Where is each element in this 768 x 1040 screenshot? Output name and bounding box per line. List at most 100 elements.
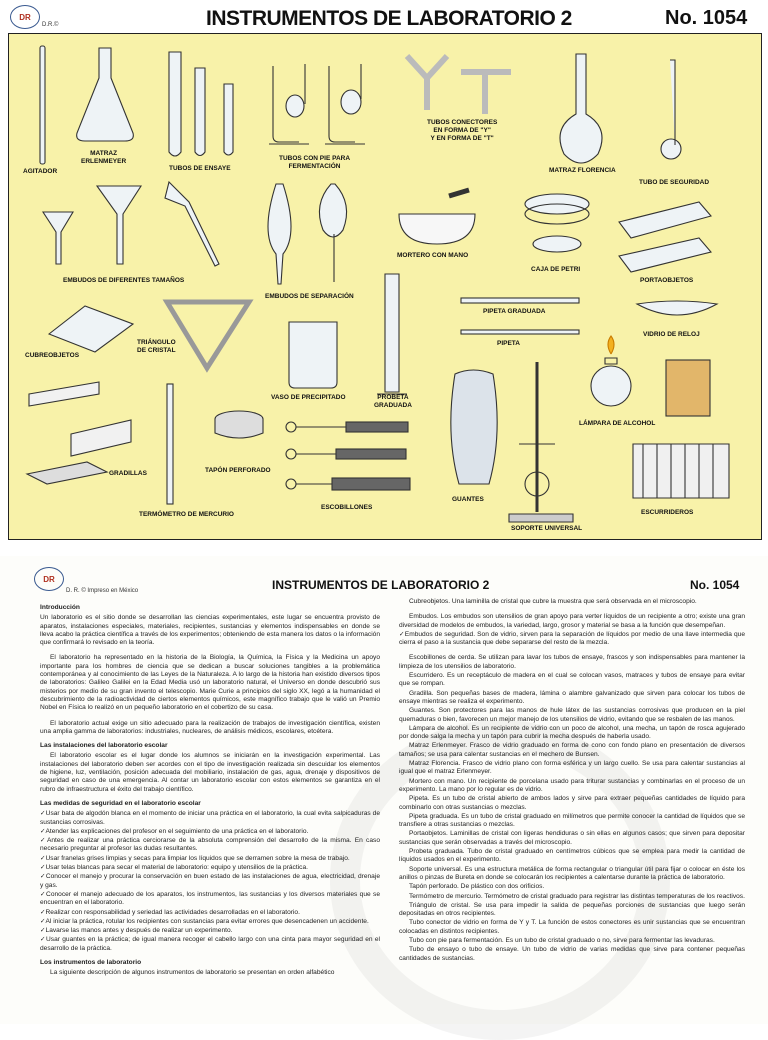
triangle-illustration — [162, 299, 254, 373]
paragraph: Pipeta. Es un tubo de cristal abierto de… — [399, 795, 745, 811]
paragraph: ✓Conocer el manejo adecuado de los apara… — [40, 890, 380, 907]
paragraph: Tapón perforado. De plástico con dos ori… — [409, 883, 545, 891]
label-agitador: AGITADOR — [23, 168, 58, 175]
paragraph: Probeta graduada. Tubo de cristal gradua… — [399, 848, 745, 864]
drying-rack-illustration — [632, 443, 730, 499]
paragraph: ✓Usar telas blancas para secar el materi… — [40, 864, 308, 872]
paragraph: ✓Realizar con responsabilidad y seriedad… — [40, 908, 300, 916]
label-matraz-florencia: MATRAZ FLORENCIA — [549, 167, 616, 174]
paragraph: ✓Antes de realizar una práctica cerciora… — [40, 837, 380, 853]
label-tubo-seguridad: TUBO DE SEGURIDAD — [639, 179, 710, 186]
publisher-logo: DR — [10, 5, 40, 29]
test-tube-racks-illustration — [25, 381, 132, 485]
ring-stand-illustration — [508, 362, 574, 523]
separatory-funnels-illustration — [267, 183, 348, 285]
poster-title: INSTRUMENTOS DE LABORATORIO 2 — [206, 7, 572, 30]
label-mortero: MORTERO CON MANO — [397, 252, 469, 259]
florence-flask-illustration — [559, 53, 603, 164]
paragraph: Guantes. Son protectores para las manos … — [399, 707, 745, 723]
label-triangulo: TRIÁNGULO DE CRISTAL — [137, 339, 176, 354]
label-probeta: PROBETA GRADUADA — [374, 394, 412, 409]
label-pipeta-graduada: PIPETA GRADUADA — [483, 308, 546, 315]
brushes-illustration — [285, 421, 411, 491]
safety-tube-illustration — [660, 59, 682, 160]
funnels-illustration — [41, 180, 220, 267]
label-tubos-ensaye: TUBOS DE ENSAYE — [169, 165, 231, 172]
graduated-cylinder-illustration — [377, 273, 407, 395]
label-tapon: TAPÓN PERFORADO — [205, 467, 271, 474]
copyright-mark: D.R.© — [42, 22, 59, 28]
paragraph: Escurridero. Es un receptáculo de madera… — [399, 672, 745, 688]
slides-illustration — [618, 201, 712, 273]
agitador-illustration — [39, 45, 46, 165]
pipettes-illustration — [460, 297, 580, 335]
paragraph: El laboratorio actual exige un sitio ade… — [40, 719, 380, 735]
label-lampara: LÁMPARA DE ALCOHOL — [579, 420, 656, 427]
section-heading: Los instrumentos de laboratorio — [40, 958, 142, 966]
label-tubos-pie: TUBOS CON PIE PARA FERMENTACIÓN — [279, 155, 351, 170]
sheet-copyright: D. R. © Impreso en México — [66, 588, 139, 594]
instruments-poster: AGITADOR MATRAZ ERLENMEYER TUBOS DE ENSA… — [8, 33, 762, 540]
erlenmeyer-illustration — [76, 47, 134, 142]
sheet-title: INSTRUMENTOS DE LABORATORIO 2 — [272, 578, 490, 592]
petri-dish-illustration — [524, 193, 590, 253]
paragraph: Mortero con mano. Un recipiente de porce… — [399, 777, 745, 793]
paragraph: Matraz Florencia. Frasco de vidrio plano… — [399, 760, 745, 776]
paragraph: Matraz Erlenmeyer. Frasco de vidrio grad… — [399, 742, 745, 758]
paragraph: ✓Conocer el manejo y procurar la conserv… — [40, 873, 380, 889]
label-escurrideros: ESCURRIDEROS — [641, 509, 694, 516]
paragraph: Pipeta graduada. Es un tubo de cristal g… — [399, 812, 745, 829]
paragraph: El laboratorio ha representado en la his… — [40, 654, 380, 712]
stopper-illustration — [214, 410, 264, 439]
poster-header: DR D.R.© INSTRUMENTOS DE LABORATORIO 2 N… — [0, 0, 768, 34]
label-termometro: TERMÓMETRO DE MERCURIO — [139, 511, 234, 518]
section-heading: Las medidas de seguridad en el laborator… — [40, 799, 201, 807]
label-vidrio-reloj: VIDRIO DE RELOJ — [643, 331, 700, 338]
mortar-illustration — [398, 187, 476, 245]
label-pipeta: PIPETA — [497, 340, 520, 347]
paragraph: Tubo conector de vidrio en forma de Y y … — [399, 919, 745, 935]
wood-board-illustration — [665, 359, 711, 417]
label-escobillones: ESCOBILLONES — [321, 504, 373, 511]
paragraph: ✓Usar bata de algodón blanca en el momen… — [40, 810, 380, 826]
right-column: Cubreobjetos. Una laminilla de cristal q… — [399, 598, 745, 964]
instruments-illustration — [25, 45, 730, 523]
label-embudos: EMBUDOS DE DIFERENTES TAMAÑOS — [63, 277, 185, 284]
alcohol-lamp-illustration — [590, 335, 632, 407]
beaker-illustration — [288, 321, 338, 389]
paragraph: Escobillones de cerda. Se utilizan para … — [399, 654, 745, 670]
paragraph: Tubo de ensayo o tubo de ensaye. Un tubo… — [399, 946, 745, 962]
paragraph: ✓Atender las explicaciones del profesor … — [40, 827, 309, 835]
coverslip-illustration — [47, 305, 135, 353]
paragraph: Embudos. Los embudos son utensilios de g… — [399, 613, 745, 629]
paragraph: ✓Embudos de seguridad. Son de vidrio, si… — [399, 630, 745, 647]
label-tubos-conectores: TUBOS CONECTORES EN FORMA DE "Y" Y EN FO… — [427, 119, 498, 142]
label-embudos-separacion: EMBUDOS DE SEPARACIÓN — [265, 293, 354, 300]
paragraph: ✓Lavarse las manos antes y después de re… — [40, 927, 233, 935]
paragraph: ✓Al iniciar la práctica, rotular los rec… — [40, 917, 369, 925]
paragraph: Un laboratorio es el sitio donde se desa… — [40, 614, 380, 647]
paragraph: Termómetro de mercurio. Termómetro de cr… — [409, 892, 745, 900]
label-soporte: SOPORTE UNIVERSAL — [511, 525, 583, 532]
fermentation-tubes-illustration — [269, 64, 365, 145]
label-gradillas: GRADILLAS — [109, 470, 147, 477]
sheet-number: No. 1054 — [690, 578, 740, 592]
paragraph: Gradilla. Son pequeñas bases de madera, … — [399, 689, 745, 705]
label-matraz-erlenmeyer: MATRAZ ERLENMEYER — [81, 150, 127, 165]
label-portaobjetos: PORTAOBJETOS — [640, 277, 694, 284]
watch-glass-illustration — [635, 300, 719, 316]
label-vaso-precipitado: VASO DE PRECIPITADO — [271, 394, 346, 401]
connector-tubes-illustration — [404, 53, 511, 114]
thermometer-illustration — [166, 383, 174, 505]
gloves-illustration — [450, 369, 498, 485]
paragraph: La siguiente descripción de algunos inst… — [50, 969, 335, 977]
paragraph: Portaobjetos. Laminillas de cristal con … — [399, 830, 745, 846]
paragraph: ✓Usar guantes en la práctica; de igual m… — [40, 936, 380, 952]
label-cubreobjetos: CUBREOBJETOS — [25, 352, 80, 359]
paragraph: Triángulo de cristal. Se usa para impedi… — [399, 901, 745, 918]
paragraph: Tubo con pie para fermentación. Es un tu… — [409, 936, 715, 944]
poster-number: No. 1054 — [665, 7, 748, 29]
paragraph: Lámpara de alcohol. Es un recipiente de … — [399, 724, 745, 741]
paragraph: ✓Usar franelas grises limpias y secas pa… — [40, 854, 350, 862]
section-heading: Las instalaciones del laboratorio escola… — [40, 742, 168, 750]
